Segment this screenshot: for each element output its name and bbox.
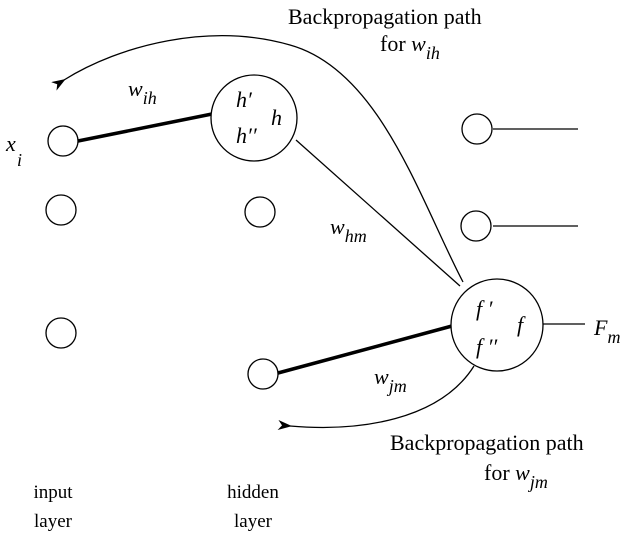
input-node-2 [45, 194, 77, 226]
top-caption-weight: w [411, 31, 426, 56]
weight-label-wjm-base: w [374, 364, 389, 389]
output-label-fm-base: F [594, 315, 608, 340]
top-caption-line1: Backpropagation path [288, 4, 482, 29]
output-neuron-second-derivative: f ′′ [476, 334, 498, 359]
output-neuron-first-derivative: f ′ [476, 296, 493, 321]
output-label-fm: Fm [594, 315, 620, 347]
hidden-neuron-function: h [271, 105, 282, 130]
connection-wjm [277, 324, 453, 375]
weight-label-whm-base: w [330, 214, 345, 239]
output-neuron-function: f [517, 312, 524, 337]
weight-label-wih: wih [128, 76, 157, 108]
input-label-xi-base: x [6, 131, 16, 156]
output-label-fm-sub: m [607, 327, 621, 347]
bottom-caption-for: for [484, 460, 510, 485]
weight-label-wjm: wjm [374, 364, 407, 396]
backprop-arrow-wih [51, 35, 464, 283]
hidden-layer-label-line1: hidden [227, 482, 279, 503]
connection-wih [77, 112, 213, 143]
output-node-2 [460, 210, 492, 242]
top-caption-line2: for wih [380, 31, 440, 63]
bottom-caption-weight: w [515, 460, 530, 485]
output-node-1 [461, 113, 493, 145]
hidden-neuron-h [210, 74, 298, 162]
top-caption-weight-sub: ih [425, 43, 440, 63]
top-caption-for: for [380, 31, 406, 56]
hidden-node-2 [244, 196, 276, 228]
input-layer-label-line2: layer [34, 511, 72, 532]
weight-label-wih-sub: ih [142, 88, 157, 108]
hidden-node-j [247, 358, 279, 390]
input-label-xi: x [6, 133, 16, 155]
input-label-xi-sub: i [17, 150, 23, 170]
bottom-caption-line2: for wjm [484, 460, 548, 492]
hidden-layer-label-line2: layer [234, 511, 272, 532]
output-neuron-f [450, 278, 544, 372]
backprop-arrow-wjm [277, 365, 475, 430]
weight-label-wjm-sub: jm [388, 376, 407, 396]
weight-label-whm: whm [330, 214, 367, 246]
input-node-3 [45, 317, 77, 349]
input-layer-label-line1: input [33, 482, 73, 503]
bottom-caption-line1: Backpropagation path [390, 430, 584, 455]
weight-label-whm-sub: hm [344, 226, 367, 246]
connection-whm [295, 139, 461, 287]
weight-label-wih-base: w [128, 76, 143, 101]
hidden-neuron-first-derivative: h′ [236, 87, 252, 112]
input-node-xi [47, 125, 79, 157]
hidden-neuron-second-derivative: h′′ [236, 123, 257, 148]
bottom-caption-weight-sub: jm [529, 472, 548, 492]
